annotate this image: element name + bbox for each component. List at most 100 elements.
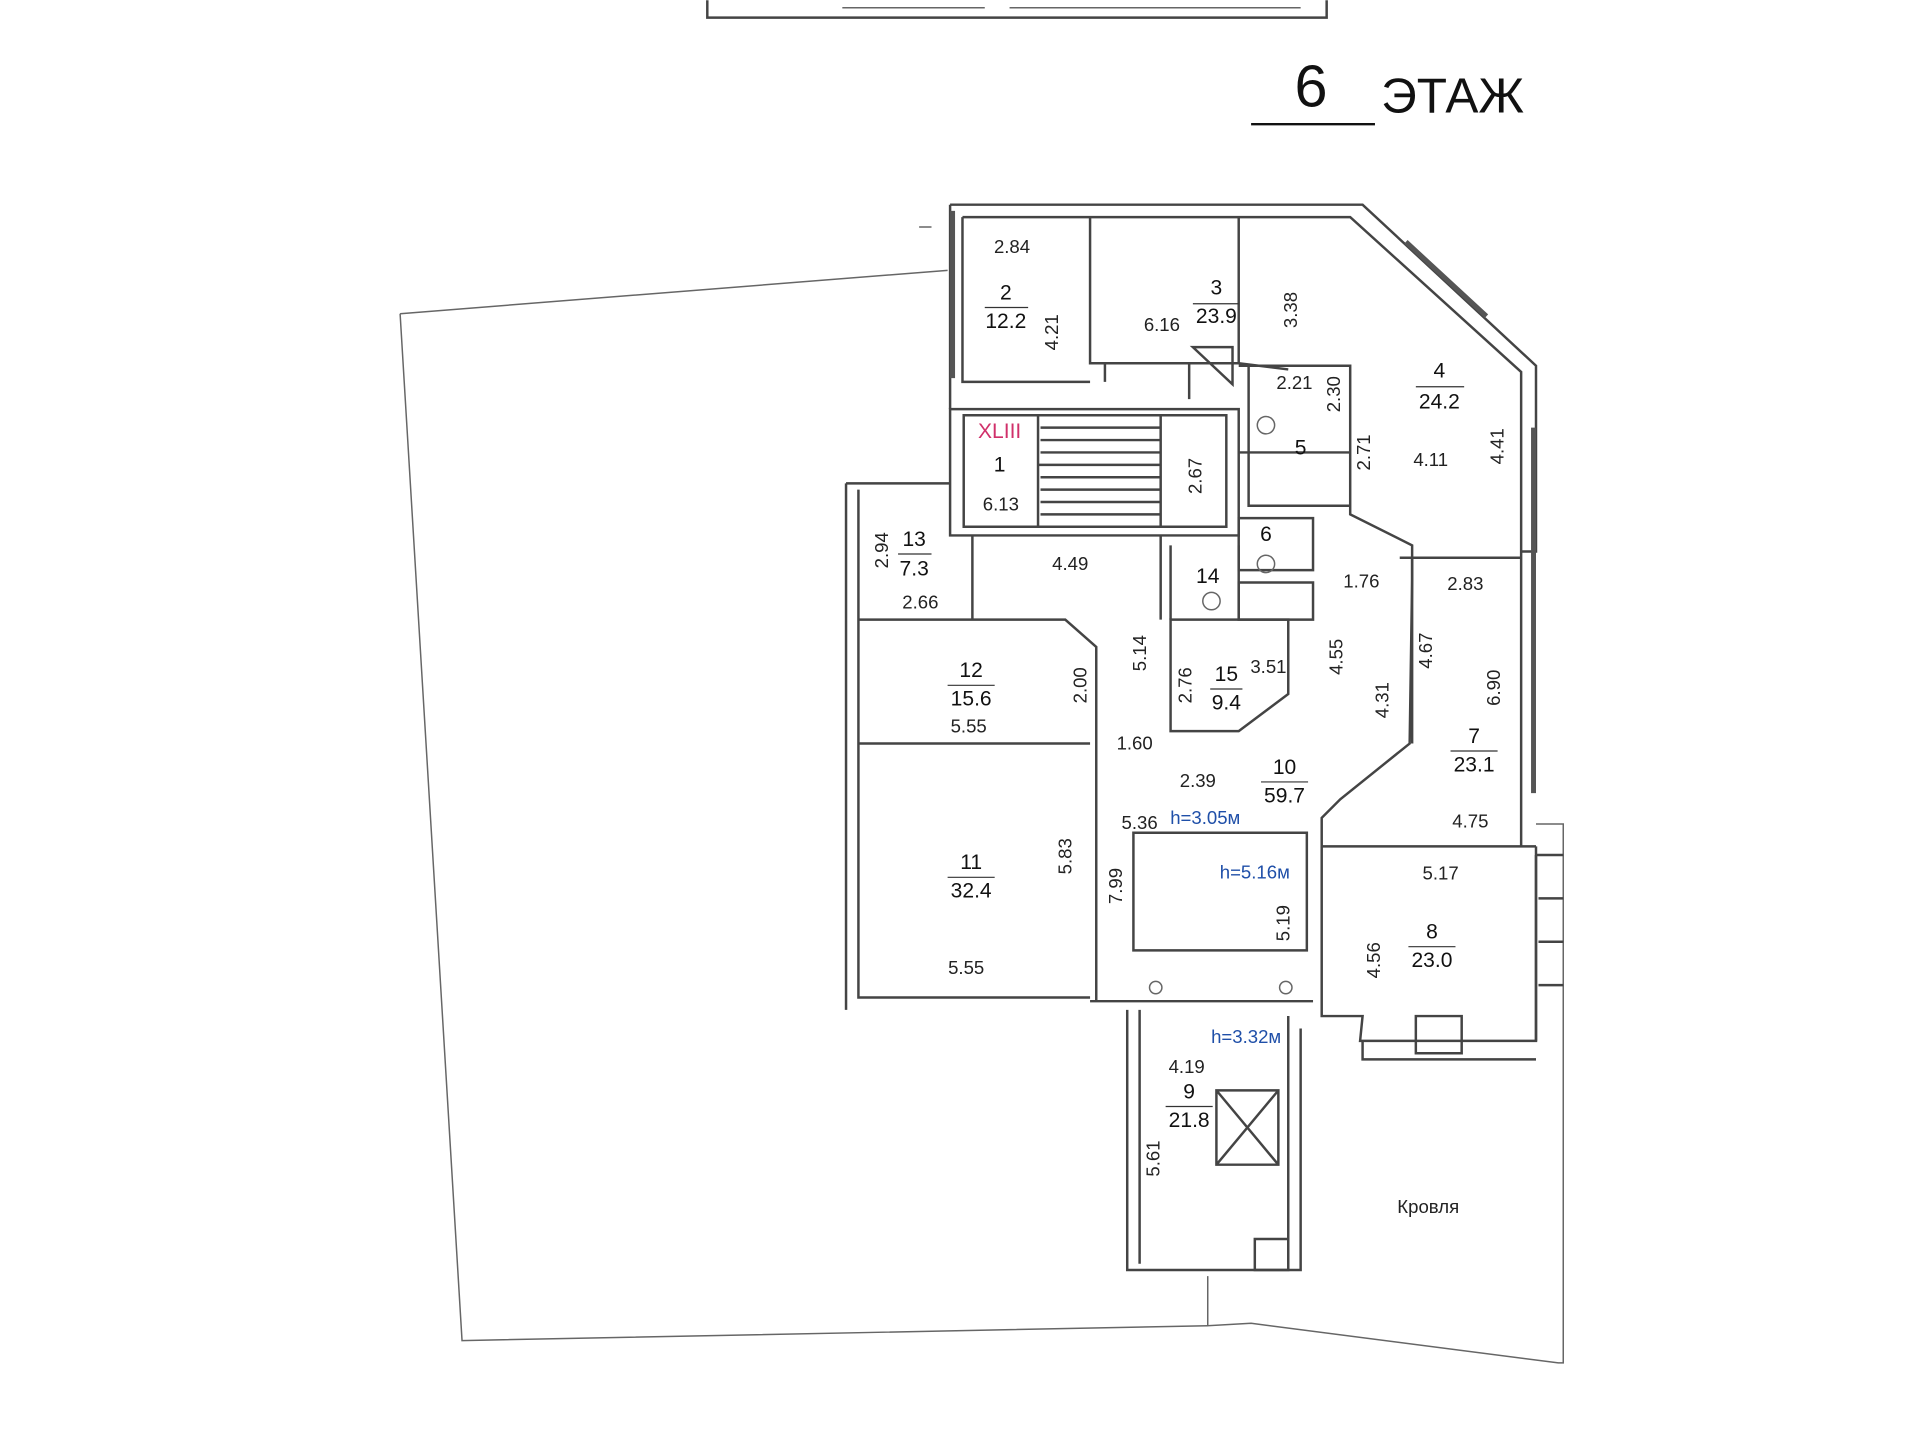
plan-line [1103, 362, 1289, 400]
plan-line [1237, 516, 1315, 621]
dimension-label: 6.16 [1144, 314, 1180, 335]
dimension-label: 4.19 [1169, 1056, 1205, 1077]
plan-line [1238, 365, 1351, 507]
plan-line [1399, 556, 1522, 744]
dimension-label: 2.66 [902, 591, 938, 612]
room-area: 23.0 [1411, 949, 1452, 972]
room-15: 159.4 [1210, 663, 1243, 714]
dimension-label: 5.36 [1122, 812, 1158, 833]
plan-line [1148, 980, 1163, 995]
room-1: 1 [994, 454, 1006, 477]
plan-line [1202, 591, 1221, 611]
dimension-label: 5.19 [1272, 905, 1293, 941]
dimension-label: 7.99 [1105, 868, 1126, 904]
plan-line [844, 482, 1098, 1010]
room-13: 137.3 [898, 528, 932, 581]
dimension-label: 4.56 [1363, 942, 1384, 978]
dimension-label: 1.60 [1117, 733, 1153, 754]
plan-line [1090, 999, 1314, 1272]
plan-line [1189, 345, 1234, 388]
plan-line [1256, 554, 1276, 574]
label: h=5.16м [1220, 862, 1290, 883]
room-number: 2 [1000, 281, 1012, 304]
label: h=3.32м [1211, 1026, 1281, 1047]
room-8: 823.0 [1408, 921, 1456, 972]
room-area: 9.4 [1212, 691, 1242, 714]
room-number: 7 [1468, 725, 1480, 748]
dimension-label: 2.84 [994, 236, 1030, 257]
room-14: 14 [1196, 565, 1220, 588]
room-5: 5 [1295, 436, 1307, 459]
room-number: 12 [959, 659, 982, 682]
dimension-labels: 2.84 4.21 6.16 3.38 2.21 2.30 2.71 4.11 … [871, 236, 1508, 1177]
room-area: 12.2 [985, 310, 1026, 333]
room-7: 723.1 [1450, 725, 1498, 776]
plan-line [858, 535, 1290, 745]
dimension-label: 5.17 [1423, 863, 1459, 884]
plan-line [1132, 831, 1309, 952]
room-3: 323.9 [1192, 276, 1239, 328]
room-number: 11 [960, 851, 982, 874]
dimension-label: 4.55 [1326, 639, 1347, 675]
plan-line [1169, 545, 1240, 620]
plan-line [1253, 1237, 1290, 1272]
stair-code: XLIII [978, 420, 1021, 443]
dimension-label: 3.38 [1280, 292, 1301, 328]
dimension-label: 5.55 [951, 715, 987, 736]
room-area: 24.2 [1419, 390, 1460, 413]
dimension-label: 2.71 [1353, 434, 1374, 470]
room-4: 424.2 [1415, 359, 1465, 413]
plan-line [1534, 853, 1564, 1041]
room-number: 13 [902, 528, 925, 551]
room-number: 9 [1183, 1080, 1195, 1103]
dimension-label: 4.67 [1415, 633, 1436, 669]
dimension-label: 2.39 [1180, 770, 1216, 791]
dimension-label: 4.31 [1372, 682, 1393, 718]
plan-line [962, 215, 1523, 847]
plan-line [950, 210, 1536, 794]
roof-outline [1206, 823, 1564, 1364]
dimension-label: 2.00 [1069, 667, 1090, 703]
room-area: 15.6 [951, 688, 992, 711]
dimension-label: 4.75 [1452, 811, 1488, 832]
dimension-label: 3.51 [1250, 656, 1286, 677]
dimension-label: 4.41 [1487, 428, 1508, 464]
dimension-label: 4.49 [1052, 553, 1088, 574]
room-number: 3 [1211, 276, 1223, 299]
header-stamp-box [706, 0, 1328, 19]
plan-line [1040, 426, 1161, 516]
room-area: 7.3 [900, 558, 929, 581]
dimension-label: 5.61 [1142, 1140, 1163, 1176]
label: h=3.05м [1170, 807, 1240, 828]
floor-label: ЭТАЖ [1381, 69, 1524, 124]
room-number: 10 [1273, 756, 1296, 779]
dimension-label: 6.90 [1483, 670, 1504, 706]
dimension-label: 2.21 [1276, 372, 1312, 393]
dimension-label: 1.76 [1343, 570, 1379, 591]
dimension-label: 2.94 [871, 532, 892, 568]
dimension-label: 4.11 [1413, 449, 1448, 470]
plan-line [1215, 1089, 1280, 1166]
room-area: 23.9 [1196, 305, 1237, 328]
dimension-label: 2.76 [1175, 667, 1196, 703]
room-number: 8 [1426, 921, 1438, 944]
room-area: 32.4 [951, 880, 992, 903]
room-6: 6 [1260, 523, 1272, 546]
room-area: 23.1 [1454, 753, 1495, 776]
plan-line [1256, 415, 1276, 435]
dimension-label: 2.83 [1447, 573, 1483, 594]
ceiling-heights: h=3.05м h=5.16м h=3.32м [1170, 807, 1290, 1047]
dimension-label: 5.55 [948, 957, 984, 978]
dimension-label: 2.30 [1323, 376, 1344, 412]
roof-label: Кровля [1397, 1196, 1459, 1217]
room-12: 12 15.6 [947, 659, 995, 711]
room-9: 921.8 [1165, 1080, 1213, 1132]
room-2: 212.2 [984, 281, 1029, 333]
dimension-label: 2.67 [1184, 458, 1205, 494]
site-outline [399, 226, 1208, 1342]
plan-line [706, 0, 1328, 19]
room-number: 4 [1434, 359, 1446, 382]
dimension-label: 6.13 [983, 494, 1019, 515]
